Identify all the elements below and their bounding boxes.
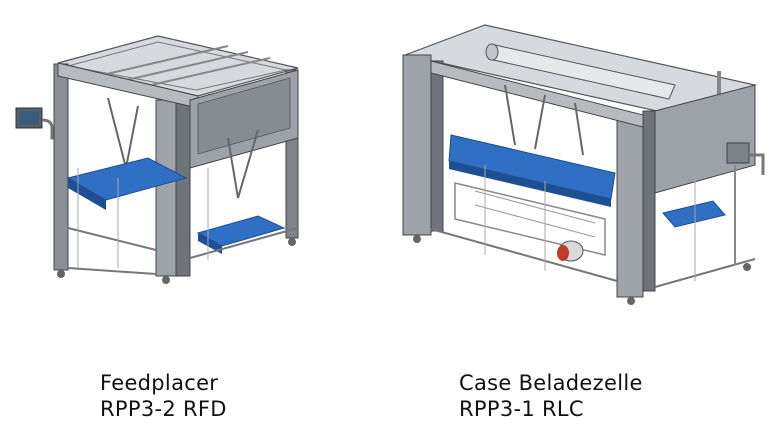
case-beladezelle-caption: Case Beladezelle RPP3-1 RLC bbox=[459, 370, 643, 422]
feedplacer-name: Feedplacer bbox=[100, 371, 219, 395]
feedplacer-machine-illustration bbox=[8, 28, 308, 290]
case-beladezelle-model: RPP3-1 RLC bbox=[459, 397, 584, 421]
feedplacer-model: RPP3-2 RFD bbox=[100, 397, 227, 421]
hmi-monitor bbox=[15, 107, 58, 140]
case-beladezelle-name: Case Beladezelle bbox=[459, 371, 643, 395]
feedplacer-caption: Feedplacer RPP3-2 RFD bbox=[100, 370, 227, 422]
case-beladezelle-machine-illustration bbox=[395, 15, 775, 305]
